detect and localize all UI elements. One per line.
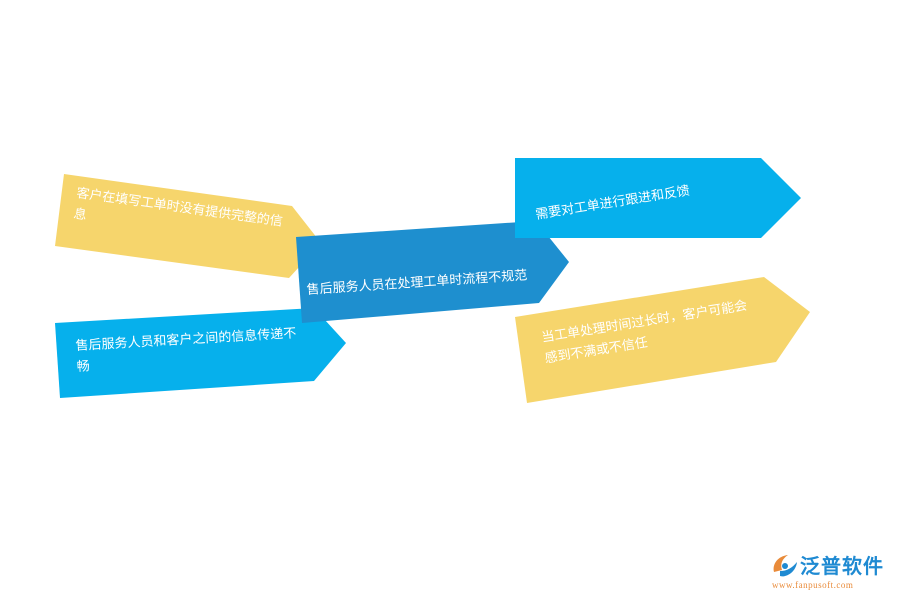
company-logo: 泛普软件 www.fanpusoft.com [770,550,895,595]
logo-url: www.fanpusoft.com [772,580,854,590]
arrow-shape-process [296,221,569,323]
logo-name: 泛普软件 [800,554,884,578]
arrow-shape-incomplete-info [55,174,321,278]
arrow-shape-communication [55,308,346,398]
arrow-shape-timeout [515,277,810,403]
arrow-shape-followup [515,158,801,238]
fanpu-logo-icon [773,555,797,577]
